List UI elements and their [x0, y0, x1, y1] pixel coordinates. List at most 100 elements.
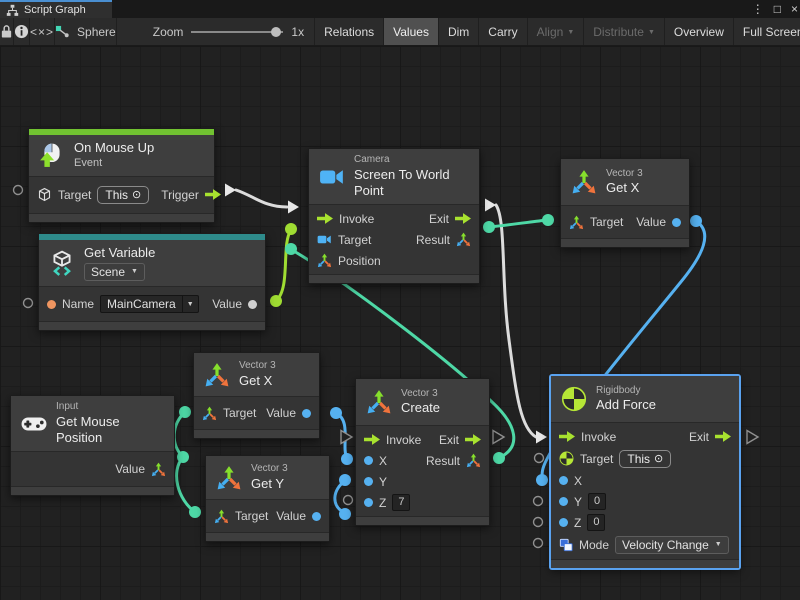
z-port[interactable] — [364, 498, 373, 507]
target-self-button[interactable]: This⊙ — [97, 185, 150, 204]
flow-arrow-icon[interactable] — [364, 434, 380, 445]
port-getxtop-target-in[interactable] — [542, 214, 554, 226]
node-vector3-get-x-mid[interactable]: Vector 3 Get X Target Value — [193, 352, 320, 439]
port-camera-result-out[interactable] — [483, 221, 495, 233]
camera-port-icon[interactable] — [317, 232, 332, 247]
align-button[interactable]: Align▼ — [528, 18, 585, 45]
y-port[interactable] — [559, 497, 568, 506]
port-camera-target-in[interactable] — [285, 223, 297, 235]
port-addforce-target-in[interactable] — [533, 452, 545, 464]
zoom-slider[interactable] — [191, 26, 284, 37]
y-port[interactable] — [364, 477, 373, 486]
port-camera-exit-out[interactable] — [485, 198, 496, 212]
vector3-port-icon[interactable] — [317, 253, 332, 268]
carry-button[interactable]: Carry — [479, 18, 528, 45]
mode-dropdown[interactable]: Velocity Change▼ — [615, 535, 729, 554]
values-button[interactable]: Values — [384, 18, 439, 45]
port-addforce-z-in[interactable] — [532, 516, 544, 528]
port-getxtop-value-out[interactable] — [690, 215, 702, 227]
port-getvariable-input[interactable] — [22, 297, 34, 309]
tab-script-graph[interactable]: Script Graph — [0, 0, 112, 18]
node-get-mouse-position[interactable]: Input Get Mouse Position Value — [10, 395, 175, 496]
node-get-variable[interactable]: Get Variable Scene▼ Name MainCamera ▼ Va… — [38, 233, 266, 332]
maximize-icon[interactable]: □ — [773, 2, 781, 16]
menu-kebab-icon[interactable]: ⋮ — [751, 2, 764, 16]
close-icon[interactable]: × — [790, 2, 798, 16]
vector3-port-icon[interactable] — [151, 462, 166, 477]
vector3-port-icon[interactable] — [202, 406, 217, 421]
event-accent-bar — [29, 129, 214, 135]
distribute-button[interactable]: Distribute▼ — [584, 18, 665, 45]
port-camera-position-in[interactable] — [285, 243, 297, 255]
x-port[interactable] — [559, 476, 568, 485]
target-self-button[interactable]: This⊙ — [619, 449, 672, 468]
value-port[interactable] — [302, 408, 311, 418]
flow-arrow-icon[interactable] — [317, 213, 333, 224]
port-create-x-in[interactable] — [341, 453, 353, 465]
zoom-slider-track[interactable] — [191, 31, 284, 33]
port-create-z-in[interactable] — [342, 494, 354, 506]
node-on-mouse-up[interactable]: On Mouse Up Event Target This⊙ Trigger — [28, 128, 221, 223]
value-port[interactable] — [672, 217, 681, 227]
port-mouseup-trigger-out[interactable] — [225, 183, 236, 197]
z-value-field[interactable]: 0 — [587, 514, 606, 531]
flow-arrow-icon[interactable] — [465, 434, 481, 445]
port-create-invoke-in[interactable] — [340, 429, 354, 445]
value-port[interactable] — [248, 299, 257, 309]
code-view-button[interactable]: <×> — [30, 18, 56, 45]
node-vector3-create[interactable]: Vector 3 Create Invoke Exit X Result — [355, 378, 490, 526]
vector3-port-icon[interactable] — [569, 215, 584, 230]
node-vector3-get-x-top[interactable]: Vector 3 Get X Target Value — [560, 158, 690, 248]
port-addforce-mode-in[interactable] — [532, 537, 544, 549]
zoom-slider-handle[interactable] — [271, 26, 282, 37]
port-mouseposition-value-out[interactable] — [177, 451, 189, 463]
wire-camera-exit-to-addforce-invoke[interactable] — [494, 203, 538, 439]
lock-button[interactable] — [0, 18, 14, 45]
port-create-exit-out[interactable] — [492, 429, 506, 445]
name-port[interactable] — [47, 299, 56, 309]
wire-getxtop-value-to-addforce-x[interactable] — [540, 219, 707, 480]
wire-mouseposition-value-to-gety-target[interactable] — [175, 455, 197, 514]
port-addforce-invoke-arrow[interactable] — [536, 430, 547, 444]
node-rigidbody-add-force[interactable]: Rigidbody Add Force Invoke Exit Target T… — [550, 375, 740, 569]
port-addforce-y-in[interactable] — [532, 495, 544, 507]
variable-scope-dropdown[interactable]: Scene▼ — [84, 263, 145, 282]
value-port[interactable] — [312, 511, 321, 521]
vector3-port-icon[interactable] — [456, 232, 471, 247]
flow-arrow-icon[interactable] — [559, 431, 575, 442]
flow-arrow-icon[interactable] — [715, 431, 731, 442]
port-getxmid-value-out[interactable] — [330, 407, 342, 419]
flow-arrow-icon[interactable] — [455, 213, 471, 224]
port-mouseup-event-input[interactable] — [12, 184, 24, 196]
flow-arrow-icon[interactable] — [204, 189, 221, 200]
node-vector3-get-y[interactable]: Vector 3 Get Y Target Value — [205, 455, 330, 542]
info-button[interactable] — [14, 18, 30, 45]
port-create-result-out[interactable] — [493, 452, 505, 464]
port-gety-target-in[interactable] — [189, 506, 201, 518]
port-camera-invoke-arrow[interactable] — [288, 200, 299, 214]
graph-context[interactable]: Sphere — [55, 18, 117, 45]
y-value-field[interactable]: 0 — [588, 493, 607, 510]
overview-button[interactable]: Overview — [665, 18, 734, 45]
port-gety-value-out[interactable] — [339, 508, 351, 520]
dim-button[interactable]: Dim — [439, 18, 480, 45]
fullscreen-button[interactable]: Full Screen — [742, 24, 800, 39]
wire-mouseposition-value-to-getxmid-target[interactable] — [172, 410, 187, 459]
relations-button[interactable]: Relations — [315, 18, 385, 45]
z-port[interactable] — [559, 518, 568, 527]
variable-name-dropdown[interactable]: MainCamera ▼ — [100, 295, 199, 314]
z-value-field[interactable]: 7 — [392, 494, 411, 511]
vector3-port-icon[interactable] — [466, 453, 481, 468]
wire-getvariable-value-to-camera-target[interactable] — [274, 228, 293, 303]
rigidbody-port-icon[interactable] — [559, 451, 574, 466]
port-getxmid-target-in[interactable] — [179, 406, 191, 418]
port-addforce-exit-out[interactable] — [746, 429, 760, 445]
x-port[interactable] — [364, 456, 373, 465]
vector3-port-icon[interactable] — [214, 509, 229, 524]
wire-mouseup-trigger-to-camera-invoke[interactable] — [234, 188, 289, 209]
port-addforce-x-in[interactable] — [536, 474, 548, 486]
port-getvariable-value-out[interactable] — [270, 295, 282, 307]
node-screen-to-world-point[interactable]: Camera Screen To World Point Invoke Exit… — [308, 148, 480, 284]
wire-camera-result-to-getxtop-target[interactable] — [487, 218, 549, 229]
port-create-y-in[interactable] — [339, 474, 351, 486]
